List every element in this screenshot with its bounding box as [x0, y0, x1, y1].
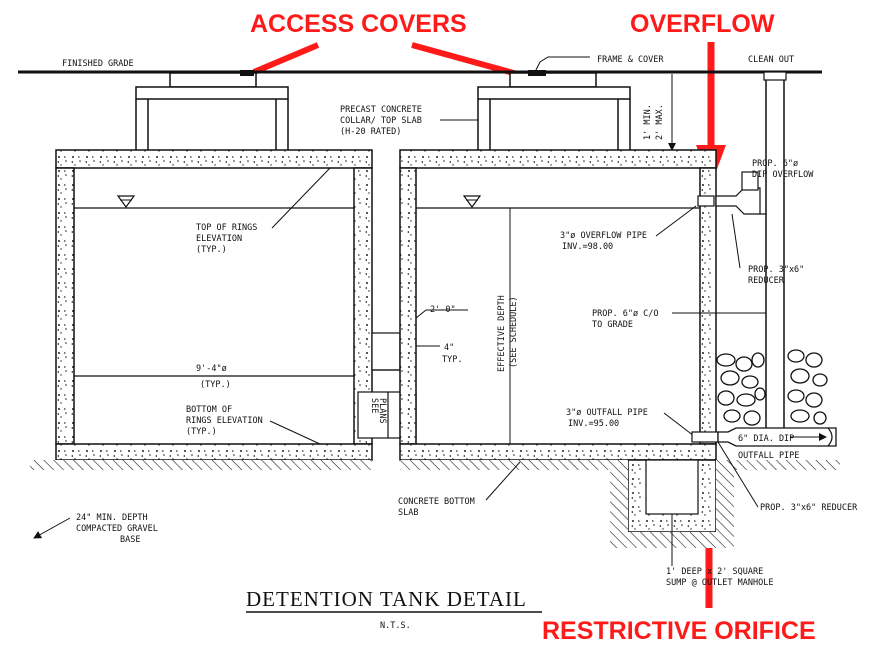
- bottom-rings-label-1: BOTTOM OF: [186, 405, 232, 415]
- effective-depth-label-1: EFFECTIVE DEPTH: [497, 295, 507, 372]
- gravel-label-2: COMPACTED GRAVEL: [76, 524, 158, 534]
- overflow-pipe-label-1: 3"ø OVERFLOW PIPE: [560, 231, 647, 241]
- top-rings-label-2: ELEVATION: [196, 234, 242, 244]
- restrictive-orifice-callout: RESTRICTIVE ORIFICE: [542, 617, 816, 645]
- top-rings-label-1: TOP OF RINGS: [196, 223, 257, 233]
- clean-out-label: CLEAN OUT: [748, 55, 794, 65]
- overflow-callout: OVERFLOW: [630, 10, 775, 38]
- dip-overflow-label-2: DIP OVERFLOW: [752, 170, 814, 180]
- dia-dip-label: 6" DIA. DIP: [738, 434, 794, 444]
- outfall-pipe-label-2: INV.=95.00: [568, 419, 619, 429]
- left-tank: [55, 149, 373, 461]
- four-inch-typ-label: TYP.: [442, 355, 462, 365]
- finished-grade-label: FINISHED GRADE: [62, 59, 134, 69]
- outfall-dip: [717, 427, 837, 447]
- right-collar: [477, 70, 631, 150]
- reducer-top-label-1: PROP. 3"x6": [748, 265, 804, 275]
- access-covers-callout: ACCESS COVERS: [250, 10, 467, 38]
- four-inch-label: 4": [444, 343, 454, 353]
- concrete-slab-label-2: SLAB: [398, 508, 418, 518]
- sump-label-1: 1' DEEP x 2' SQUARE: [666, 567, 763, 577]
- frame-cover-label: FRAME & COVER: [597, 55, 664, 65]
- dip-overflow-label-1: PROP. 6"ø: [752, 159, 798, 169]
- cleanout-grade-label-2: TO GRADE: [592, 320, 633, 330]
- bottom-rings-label-2: RINGS ELEVATION: [186, 416, 263, 426]
- right-tank: [399, 149, 717, 461]
- gravel-label-1: 24" MIN. DEPTH: [76, 513, 148, 523]
- reducer-bottom-label: PROP. 3"x6" REDUCER: [760, 503, 858, 513]
- outfall-pipe-label: OUTFALL PIPE: [738, 451, 799, 461]
- min-cover-label: 1' MIN.: [643, 104, 653, 140]
- precast-label-1: PRECAST CONCRETE: [340, 105, 422, 115]
- cleanout-grade-label-1: PROP. 6"ø C/O: [592, 309, 659, 319]
- scale-label: N.T.S.: [380, 621, 411, 631]
- left-collar: [135, 70, 289, 150]
- ground-hatching: [30, 460, 840, 548]
- max-cover-label: 2' MAX.: [655, 104, 665, 140]
- gravel-stones: [716, 349, 828, 426]
- precast-label-2: COLLAR/ TOP SLAB: [340, 116, 422, 126]
- overflow-pipe-label-2: INV.=98.00: [562, 242, 613, 252]
- concrete-slab-label-1: CONCRETE BOTTOM: [398, 497, 475, 507]
- sump-label-2: SUMP @ OUTLET MANHOLE: [666, 578, 773, 588]
- gravel-label-3: BASE: [120, 535, 140, 545]
- precast-label-3: (H-20 RATED): [340, 127, 401, 137]
- overflow-reducer: [715, 171, 761, 215]
- top-rings-label-3: (TYP.): [196, 245, 227, 255]
- diameter-label: 9'-4"ø: [196, 364, 227, 374]
- drawing-title: DETENTION TANK DETAIL: [246, 587, 527, 611]
- see-plans-label-1: SEE: [369, 398, 379, 413]
- see-plans-label-2: PLANS: [377, 398, 387, 424]
- bottom-rings-label-3: (TYP.): [186, 427, 217, 437]
- cleanout-pipe: [760, 71, 787, 440]
- diameter-typ-label: (TYP.): [200, 380, 231, 390]
- effective-depth-label-2: (SEE SCHEDULE): [509, 296, 519, 368]
- outfall-pipe-label-1: 3"ø OUTFALL PIPE: [566, 408, 648, 418]
- access-cover-arrow-left: [252, 42, 320, 75]
